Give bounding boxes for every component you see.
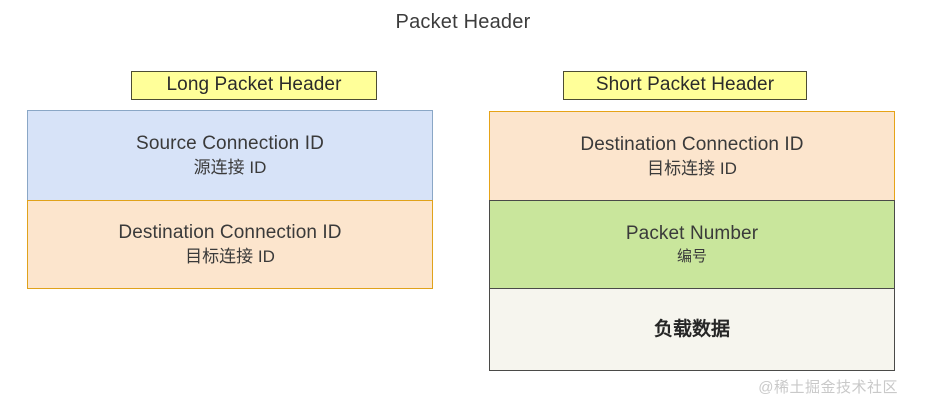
field-label-zh: 目标连接 ID: [185, 247, 275, 266]
field-label-zh: 源连接 ID: [193, 158, 267, 177]
field-label-zh: 目标连接 ID: [647, 158, 737, 178]
field-label-en: Source Connection ID: [136, 133, 324, 154]
short-packet-header-caption: Short Packet Header: [563, 71, 807, 100]
long-packet-header-caption: Long Packet Header: [131, 71, 377, 100]
field-destination-connection-id-short: Destination Connection ID 目标连接 ID: [489, 111, 895, 201]
field-label-en: Destination Connection ID: [118, 222, 342, 243]
field-label-zh: 负载数据: [653, 318, 730, 340]
field-destination-connection-id-long: Destination Connection ID 目标连接 ID: [27, 200, 433, 289]
field-label-en: Destination Connection ID: [580, 133, 804, 155]
field-label-zh: 编号: [676, 248, 707, 265]
page-title: Packet Header: [395, 11, 531, 33]
field-label-en: Packet Number: [625, 223, 759, 244]
watermark: @稀土掘金技术社区: [758, 379, 898, 396]
field-packet-number: Packet Number 编号: [489, 200, 895, 289]
field-payload-data: 负载数据: [489, 288, 895, 371]
field-source-connection-id: Source Connection ID 源连接 ID: [27, 110, 433, 201]
